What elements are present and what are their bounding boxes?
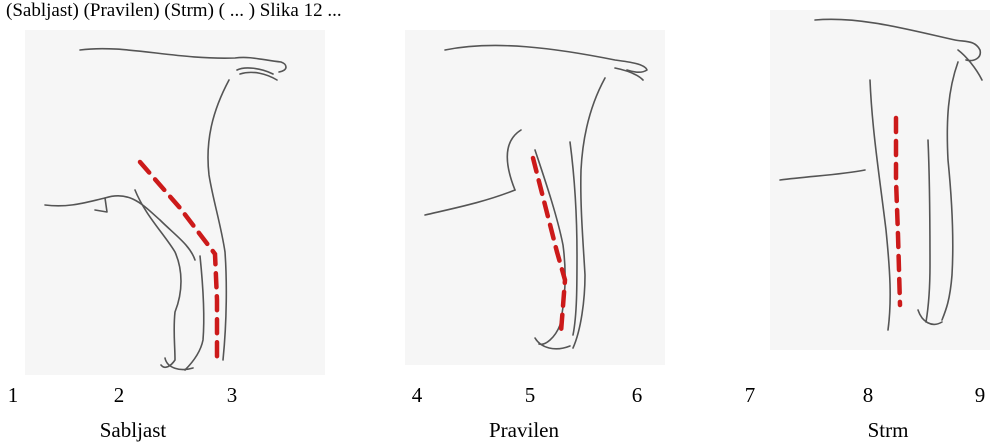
number-label: 1 [0,383,33,408]
number-label: 5 [510,383,550,408]
number-label: 3 [212,383,252,408]
panel-label-pravilen: Pravilen [424,418,624,443]
number-label: 9 [960,383,1000,408]
panel-label-sabljast: Sabljast [33,418,233,443]
number-label: 4 [397,383,437,408]
panel-background [405,30,665,365]
figure-caption-top: (Sabljast) (Pravilen) (Strm) ( ... ) Sli… [6,0,342,22]
number-label: 7 [730,383,770,408]
leg-drawing-sabljast [25,30,325,375]
number-label: 8 [848,383,888,408]
leg-drawing-strm [770,10,990,350]
panel-label-strm: Strm [788,418,988,443]
number-label: 2 [99,383,139,408]
leg-drawing-pravilen [405,30,665,365]
number-label: 6 [617,383,657,408]
